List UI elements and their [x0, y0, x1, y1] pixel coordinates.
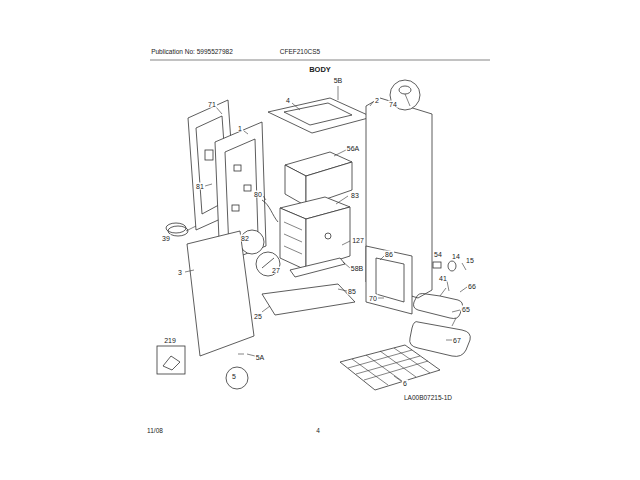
callout-number: 27	[271, 267, 281, 274]
leveler	[163, 356, 180, 370]
callout-number: 39	[161, 235, 171, 242]
callout-number: 81	[195, 183, 205, 190]
callout-number: 85	[347, 288, 357, 295]
drawer-bottom	[262, 284, 355, 315]
callout-number: 58B	[350, 265, 364, 272]
light-assembly	[433, 261, 466, 271]
callout-number: 3	[177, 269, 183, 276]
footer-text: 11/08	[146, 428, 164, 435]
callout-number: 56A	[346, 145, 360, 152]
callout-number: 66	[467, 283, 477, 290]
side-panel	[187, 231, 254, 356]
broil-element	[414, 288, 463, 319]
trim-strip	[290, 258, 345, 277]
detail-circle	[256, 252, 280, 276]
callout-number: 70	[368, 295, 378, 302]
insulation	[285, 152, 352, 206]
callout-number: 65	[461, 306, 471, 313]
header-text: CFEF210CS5	[279, 49, 321, 56]
callout-number: 127	[351, 237, 365, 244]
callout-number: 25	[253, 313, 263, 320]
callout-number: 14	[451, 253, 461, 260]
footer-text: 4	[315, 428, 321, 435]
detail-box	[157, 346, 185, 374]
callout-number: 82	[240, 235, 250, 242]
callout-number: 67	[452, 337, 462, 344]
callout-number: 71	[207, 101, 217, 108]
oven-rack	[340, 345, 440, 390]
callout-number: 5	[231, 373, 237, 380]
callout-number: 4	[285, 97, 291, 104]
callout-number: 86	[384, 251, 394, 258]
callout-number: 2	[374, 97, 380, 104]
detail-circle	[240, 230, 264, 254]
bracket	[238, 354, 244, 355]
leader-line	[185, 102, 467, 381]
top-panel	[268, 86, 372, 133]
callout-number: 41	[438, 275, 448, 282]
header-rule	[150, 60, 490, 61]
callout-number: 80	[253, 191, 263, 198]
drawing-id: LA00B07215-1D	[403, 395, 453, 402]
detail-circle	[226, 367, 248, 389]
callout-number: 5A	[255, 354, 266, 361]
callout-number: 6	[402, 380, 408, 387]
oven-door	[366, 246, 412, 314]
section-title: BODY	[308, 66, 332, 74]
wire	[262, 200, 278, 222]
callout-number: 5B	[333, 77, 344, 84]
header-text: Publication No: 5995527982	[150, 49, 234, 56]
callout-number: 15	[465, 257, 475, 264]
callout-number: 54	[433, 251, 443, 258]
callout-number: 219	[163, 337, 177, 344]
callout-number: 1	[237, 125, 243, 132]
bake-element	[410, 318, 471, 356]
callout-number: 74	[388, 101, 398, 108]
callout-number: 83	[350, 192, 360, 199]
